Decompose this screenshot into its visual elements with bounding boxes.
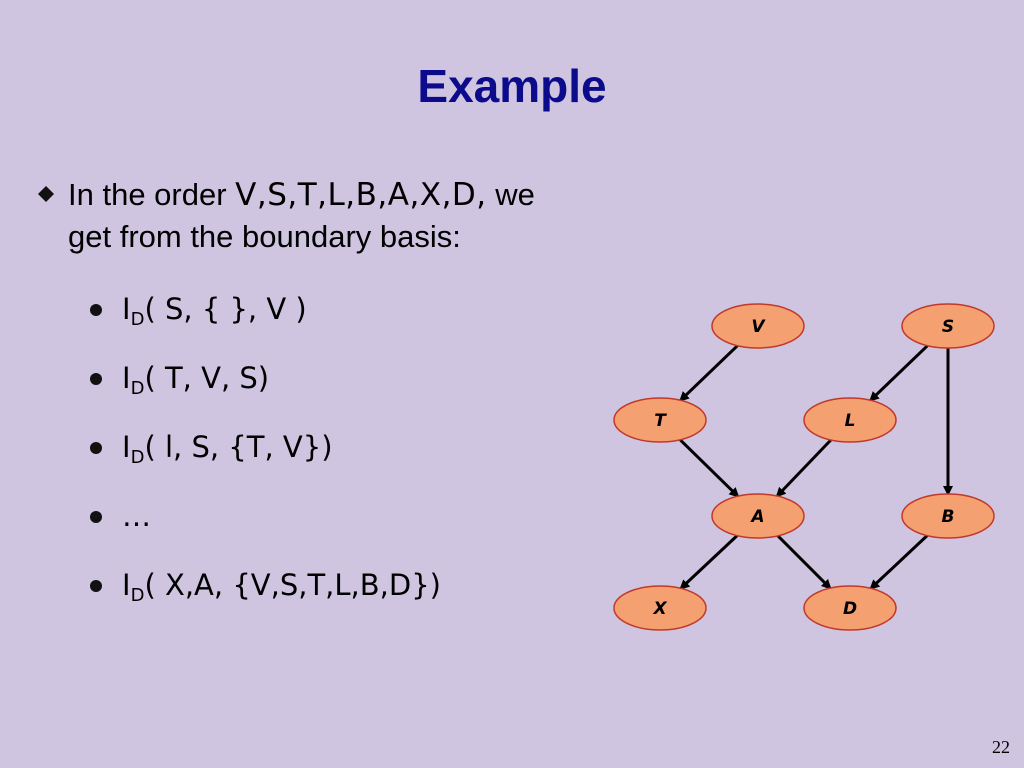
node-label: A	[749, 507, 764, 527]
dot-bullet-icon	[90, 373, 102, 385]
dot-bullet-icon	[90, 511, 102, 523]
edge-v-t	[679, 344, 739, 402]
slide-title: Example	[417, 60, 607, 112]
node-ellipse	[901, 303, 995, 349]
node-ellipse	[711, 303, 805, 349]
node-l: L	[803, 397, 897, 443]
nodes-layer: V S T L A B X D	[613, 303, 995, 631]
list-item: ID( l, S, {T, V})	[88, 418, 608, 487]
edge-s-l	[869, 344, 929, 402]
edges-layer	[679, 344, 953, 590]
edge-t-a	[679, 438, 740, 498]
diamond-bullet-icon	[38, 186, 54, 202]
node-label: D	[843, 599, 857, 619]
bayesian-network-diagram: V S T L A B X D	[613, 303, 995, 631]
list-item: ID( X,A, {V,S,T,L,B,D})	[88, 556, 608, 625]
node-t: T	[613, 397, 707, 443]
main-bullet-suffix: we	[486, 177, 535, 212]
node-d: D	[803, 585, 897, 631]
node-a: A	[711, 493, 805, 539]
node-ellipse	[613, 397, 707, 443]
independence-statement-list: ID( S, { }, V ) ID( T, V, S) ID( l, S, {…	[88, 280, 608, 625]
list-item: ID( S, { }, V )	[88, 280, 608, 349]
list-item: …	[88, 487, 608, 556]
node-label: B	[942, 507, 955, 527]
variable-order: V,S,T,L,B,A,X,D,	[235, 177, 487, 213]
node-v: V	[711, 303, 805, 349]
node-label: X	[652, 599, 667, 619]
node-label: L	[845, 411, 856, 431]
node-s: S	[901, 303, 995, 349]
node-b: B	[901, 493, 995, 539]
node-label: S	[942, 317, 954, 337]
edge-l-a	[775, 438, 832, 498]
page-number: 22	[992, 737, 1010, 757]
node-ellipse	[711, 493, 805, 539]
node-ellipse	[613, 585, 707, 631]
node-label: T	[654, 411, 667, 431]
edge-b-d	[869, 534, 929, 590]
main-bullet: In the order V,S,T,L,B,A,X,D, we get fro…	[38, 174, 678, 258]
node-ellipse	[901, 493, 995, 539]
main-bullet-prefix: In the order	[68, 177, 236, 212]
dot-bullet-icon	[90, 442, 102, 454]
node-ellipse	[803, 585, 897, 631]
edge-a-d	[776, 534, 832, 590]
dot-bullet-icon	[90, 580, 102, 592]
node-x: X	[613, 585, 707, 631]
list-item: ID( T, V, S)	[88, 349, 608, 418]
node-ellipse	[803, 397, 897, 443]
main-bullet-text: In the order V,S,T,L,B,A,X,D, we get fro…	[68, 174, 678, 258]
main-bullet-line2: get from the boundary basis:	[68, 219, 461, 254]
edge-a-x	[679, 534, 739, 590]
dot-bullet-icon	[90, 304, 102, 316]
node-label: V	[751, 317, 766, 337]
